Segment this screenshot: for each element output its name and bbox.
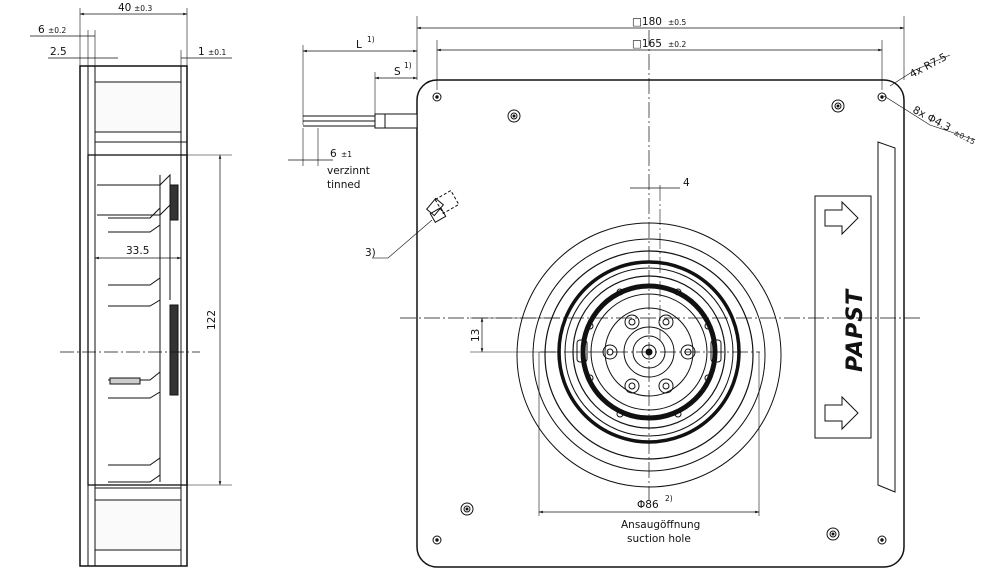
- dim-corner-radius: 4x R7.5: [908, 51, 949, 80]
- dim-overall-depth: 40: [118, 2, 131, 14]
- dim-depth-33-5: 33.5: [126, 245, 149, 257]
- dim-strip-length-note: 1): [404, 61, 412, 70]
- dim-mounting-holes-tol: ±0.15: [952, 128, 977, 147]
- impeller-blades: [97, 173, 179, 483]
- dim-overall-depth-tol: ±0.3: [134, 4, 152, 13]
- front-view: [288, 16, 976, 568]
- dim-offset-4: 4: [683, 177, 690, 189]
- label-suction-de: Ansaugöffnung: [621, 519, 700, 531]
- dim-outer-square-tol: ±0.5: [668, 18, 686, 27]
- dim-offset-2-5: 2.5: [50, 46, 67, 58]
- dim-hole-square-tol: ±0.2: [668, 40, 686, 49]
- dim-suction-diameter: Φ86: [637, 499, 659, 511]
- dim-tinned-length: 6: [330, 148, 337, 160]
- inner-bosses: [460, 99, 845, 541]
- dim-offset-6: 6: [38, 24, 45, 36]
- dim-height-122: 122: [206, 310, 218, 330]
- dim-lead-length: L: [356, 39, 362, 51]
- dim-mounting-holes: 8x Φ4.3: [911, 104, 953, 134]
- front-view-labels: □180 ±0.5 □165 ±0.2 4x R7.5 8x Φ4.3 ±0.1…: [327, 16, 977, 545]
- label-suction-en: suction hole: [627, 533, 691, 545]
- side-view-labels: 40 ±0.3 6 ±0.2 2.5 1 ±0.1 33.5 122: [38, 2, 226, 330]
- lead-cable: [303, 113, 418, 129]
- dim-hole-square: □165: [632, 38, 662, 50]
- side-view: [30, 8, 232, 567]
- connector: [425, 189, 460, 224]
- brand-panel: [814, 141, 896, 493]
- dim-strip-length: S: [394, 66, 401, 78]
- hub-screws: [576, 288, 722, 418]
- dim-tinned-length-tol: ±1: [341, 150, 352, 159]
- brand-logo: PAPST: [843, 288, 868, 372]
- dim-offset-6-tol: ±0.2: [48, 26, 66, 35]
- label-tinned-en: tinned: [327, 179, 360, 191]
- dim-suction-note: 2): [665, 494, 673, 503]
- dim-offset-13: 13: [470, 329, 482, 342]
- dim-outer-square: □180: [632, 16, 662, 28]
- label-tinned-de: verzinnt: [327, 165, 370, 177]
- dim-lead-length-note: 1): [367, 35, 375, 44]
- fan-frame: [416, 79, 905, 568]
- dim-offset-1-tol: ±0.1: [208, 48, 226, 57]
- label-connector-note: 3): [365, 247, 376, 259]
- dim-offset-1: 1: [198, 46, 205, 58]
